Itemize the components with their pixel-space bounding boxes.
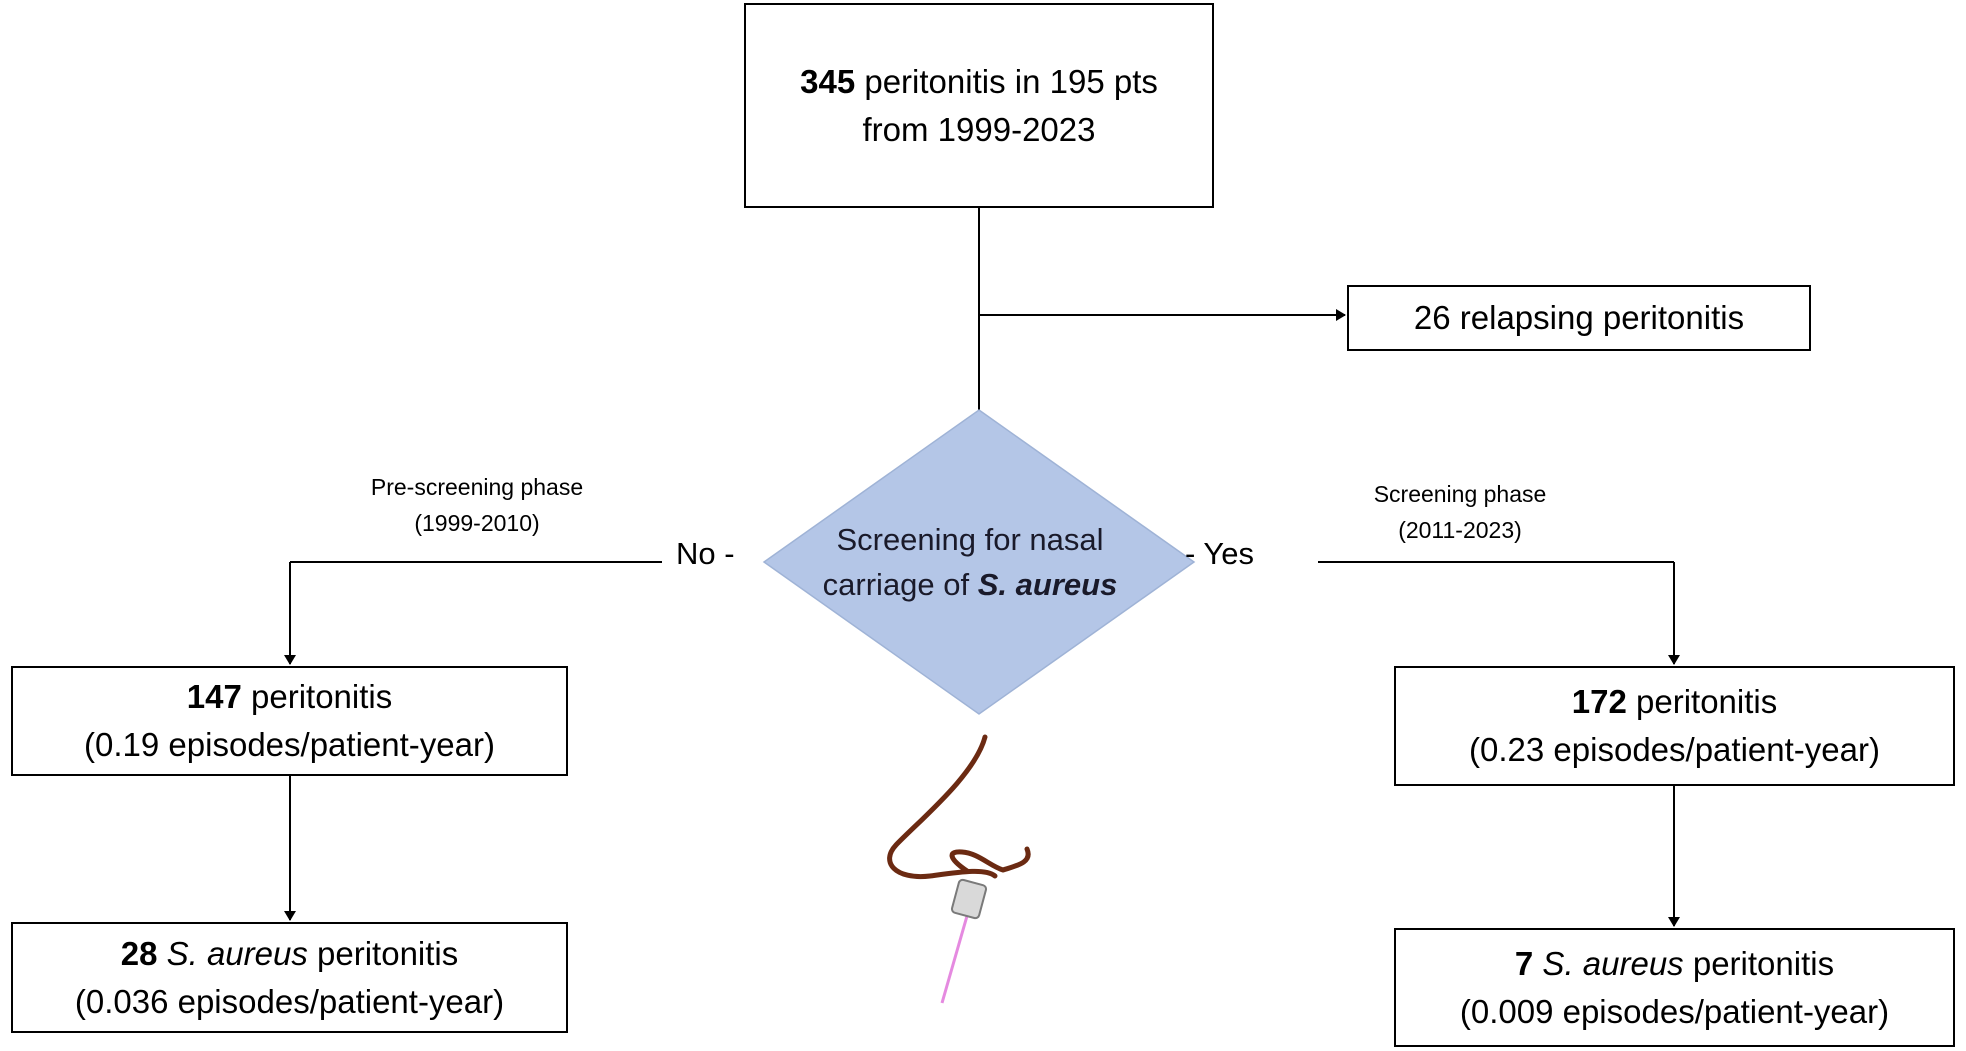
decision-label: Screening for nasal carriage of S. aureu… bbox=[790, 518, 1150, 608]
screening-saureus-organism: S. aureus bbox=[1533, 944, 1684, 982]
screening-peritonitis-box: 172 peritonitis (0.23 episodes/patient-y… bbox=[1394, 666, 1955, 786]
screening-count: 172 bbox=[1571, 683, 1627, 721]
prescreening-phase-years: (1999-2010) bbox=[414, 509, 540, 536]
prescreening-phase-label: Pre-screening phase (1999-2010) bbox=[352, 470, 602, 541]
total-peritonitis-box: 345 peritonitis in 195 pts from 1999-202… bbox=[744, 3, 1214, 208]
screening-phase-years: (2011-2023) bbox=[1398, 516, 1522, 543]
prescreening-peritonitis-box: 147 peritonitis (0.19 episodes/patient-y… bbox=[11, 666, 568, 776]
decision-diamond bbox=[762, 409, 1196, 715]
total-count: 345 bbox=[800, 62, 856, 100]
screening-saureus-box: 7 S. aureus peritonitis (0.009 episodes/… bbox=[1394, 928, 1955, 1047]
screening-phase-label: Screening phase (2011-2023) bbox=[1350, 477, 1570, 548]
prescreening-phase-title: Pre-screening phase bbox=[370, 474, 584, 500]
screening-saureus-text: peritonitis bbox=[1683, 944, 1835, 982]
screening-text: peritonitis bbox=[1626, 683, 1778, 721]
prescreening-rate: (0.19 episodes/patient-year) bbox=[84, 726, 495, 763]
screening-rate: (0.23 episodes/patient-year) bbox=[1469, 731, 1880, 768]
prescreening-saureus-box: 28 S. aureus peritonitis (0.036 episodes… bbox=[11, 922, 568, 1033]
screening-saureus-count: 7 bbox=[1514, 944, 1534, 982]
nose-swab-icon bbox=[887, 734, 1031, 1004]
decision-organism: S. aureus bbox=[977, 566, 1118, 602]
prescreening-saureus-text: peritonitis bbox=[307, 934, 459, 972]
prescreening-saureus-rate: (0.036 episodes/patient-year) bbox=[74, 982, 505, 1020]
period-text: from 1999-2023 bbox=[862, 110, 1096, 148]
relapsing-peritonitis-box: 26 relapsing peritonitis bbox=[1347, 285, 1811, 351]
prescreening-saureus-count: 28 bbox=[120, 934, 158, 972]
prescreening-saureus-organism: S. aureus bbox=[157, 934, 308, 972]
prescreening-count: 147 bbox=[186, 678, 242, 716]
no-label: No - bbox=[676, 536, 735, 571]
screening-phase-title: Screening phase bbox=[1373, 481, 1547, 507]
yes-label: - Yes bbox=[1185, 536, 1254, 571]
prescreening-text: peritonitis bbox=[241, 678, 393, 716]
decision-line2-prefix: carriage of bbox=[822, 566, 978, 602]
relapsing-text: 26 relapsing peritonitis bbox=[1413, 299, 1745, 337]
decision-line1: Screening for nasal bbox=[836, 522, 1104, 557]
total-text: peritonitis in 195 pts bbox=[855, 62, 1158, 100]
screening-saureus-rate: (0.009 episodes/patient-year) bbox=[1459, 992, 1890, 1030]
